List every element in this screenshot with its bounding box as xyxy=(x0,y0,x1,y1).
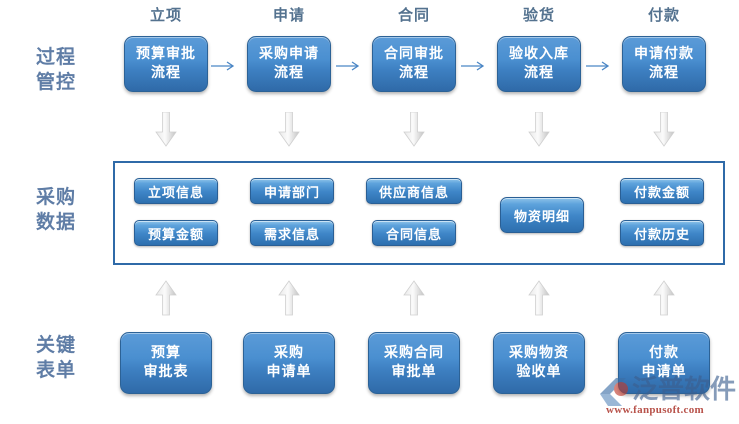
form-box-5-line2: 申请单 xyxy=(641,364,687,380)
process-box-2-line2: 流程 xyxy=(274,65,304,81)
form-box-4-line2: 验收单 xyxy=(516,364,562,380)
form-box-2-line1: 采购 xyxy=(274,345,304,361)
process-arrow-right-4 xyxy=(586,61,610,71)
process-box-3-line1: 合同审批 xyxy=(384,46,444,62)
form-box-budget-approval[interactable]: 预算 审批表 xyxy=(120,332,212,394)
up-arrow-5 xyxy=(653,280,675,316)
form-box-1-line1: 预算 xyxy=(151,345,181,361)
form-box-3-line1: 采购合同 xyxy=(384,345,444,361)
form-box-1-line2: 审批表 xyxy=(143,364,189,380)
data-chip-project-info[interactable]: 立项信息 xyxy=(134,178,218,204)
data-chip-payment-history[interactable]: 付款历史 xyxy=(620,220,704,246)
process-box-1-line1: 预算审批 xyxy=(136,46,196,62)
row-label-data-line1: 采购 xyxy=(35,186,76,208)
form-box-2-line2: 申请单 xyxy=(266,364,312,380)
form-box-3-line2: 审批单 xyxy=(391,364,437,380)
process-box-4-line2: 流程 xyxy=(524,65,554,81)
process-box-3-line2: 流程 xyxy=(399,65,429,81)
down-arrow-2 xyxy=(278,112,300,147)
form-box-4-line1: 采购物资 xyxy=(509,345,569,361)
row-label-process-line2: 管控 xyxy=(35,71,76,93)
data-chip-demand-info[interactable]: 需求信息 xyxy=(250,220,334,246)
down-arrow-5 xyxy=(653,112,675,147)
up-arrow-2 xyxy=(278,280,300,316)
down-arrow-4 xyxy=(528,112,550,147)
row-label-data-line2: 数据 xyxy=(35,211,76,233)
column-caption-5: 付款 xyxy=(647,6,680,24)
form-box-contract-approval[interactable]: 采购合同 审批单 xyxy=(368,332,460,394)
data-chip-supplier-info[interactable]: 供应商信息 xyxy=(366,178,462,204)
process-box-2[interactable]: 采购申请 流程 xyxy=(247,36,331,92)
form-box-payment-request[interactable]: 付款 申请单 xyxy=(618,332,710,394)
data-chip-apply-department[interactable]: 申请部门 xyxy=(250,178,334,204)
data-chip-budget-amount[interactable]: 预算金额 xyxy=(134,220,218,246)
data-chip-contract-info[interactable]: 合同信息 xyxy=(372,220,456,246)
data-chip-material-detail[interactable]: 物资明细 xyxy=(500,197,584,233)
down-arrow-3 xyxy=(403,112,425,147)
process-arrow-right-3 xyxy=(461,61,485,71)
process-box-4-line1: 验收入库 xyxy=(509,46,569,62)
process-box-5-line1: 申请付款 xyxy=(634,46,694,62)
form-box-purchase-request[interactable]: 采购 申请单 xyxy=(243,332,335,394)
process-box-5-line2: 流程 xyxy=(649,65,679,81)
column-caption-2: 申请 xyxy=(272,6,305,24)
column-caption-3: 合同 xyxy=(397,6,430,24)
up-arrow-1 xyxy=(155,280,177,316)
process-arrow-right-1 xyxy=(211,61,235,71)
process-box-1[interactable]: 预算审批 流程 xyxy=(124,36,208,92)
row-label-process-line1: 过程 xyxy=(35,46,76,68)
process-box-5[interactable]: 申请付款 流程 xyxy=(622,36,706,92)
row-label-forms: 关键 表单 xyxy=(8,333,104,383)
data-chip-payment-amount[interactable]: 付款金额 xyxy=(620,178,704,204)
watermark-url: www.fanpusoft.com xyxy=(606,404,704,416)
row-label-forms-line2: 表单 xyxy=(35,359,76,381)
column-caption-1: 立项 xyxy=(149,6,182,24)
up-arrow-3 xyxy=(403,280,425,316)
up-arrow-4 xyxy=(528,280,550,316)
row-label-forms-line1: 关键 xyxy=(35,334,76,356)
process-arrow-right-2 xyxy=(336,61,360,71)
form-box-material-acceptance[interactable]: 采购物资 验收单 xyxy=(493,332,585,394)
purchase-data-container: 立项信息 预算金额 申请部门 需求信息 供应商信息 合同信息 物资明细 付款金额… xyxy=(113,161,725,265)
row-label-process: 过程 管控 xyxy=(8,45,104,95)
process-box-3[interactable]: 合同审批 流程 xyxy=(372,36,456,92)
column-caption-4: 验货 xyxy=(522,6,555,24)
process-box-1-line2: 流程 xyxy=(151,65,181,81)
process-box-2-line1: 采购申请 xyxy=(259,46,319,62)
down-arrow-1 xyxy=(155,112,177,147)
form-box-5-line1: 付款 xyxy=(649,345,679,361)
row-label-data: 采购 数据 xyxy=(8,185,104,235)
process-box-4[interactable]: 验收入库 流程 xyxy=(497,36,581,92)
